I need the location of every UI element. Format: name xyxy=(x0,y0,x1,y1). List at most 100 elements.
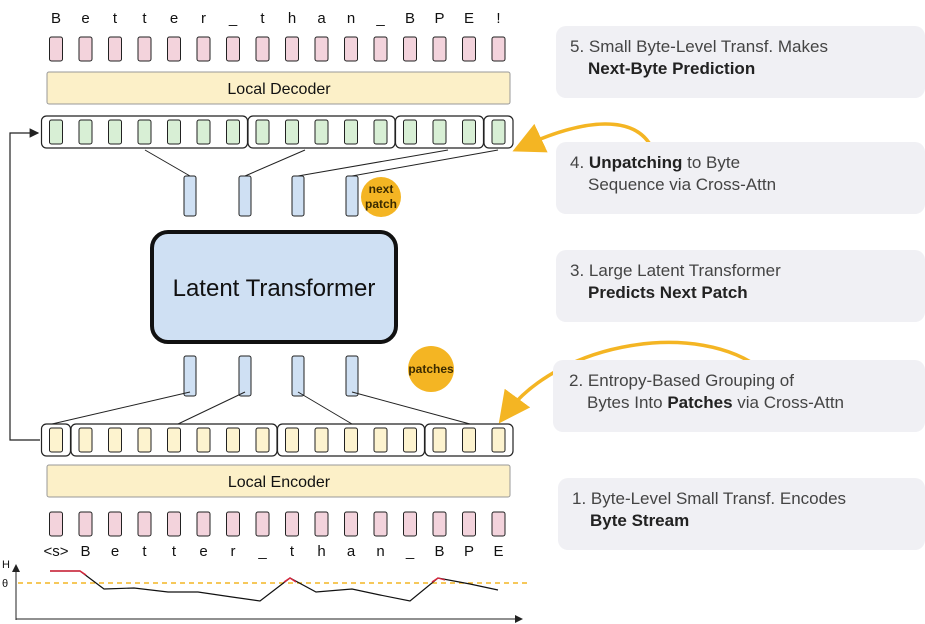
byte-cell xyxy=(344,427,358,453)
step-2-bold: Patches xyxy=(667,393,733,412)
step-2-text-line2-pre: Bytes Into xyxy=(587,393,668,412)
byte-cell xyxy=(49,427,63,453)
entropy-axis-label: H xyxy=(2,559,10,571)
byte-cell xyxy=(196,119,211,145)
latent-output-patches xyxy=(183,175,359,217)
output-byte xyxy=(432,36,447,62)
latent-patch xyxy=(238,175,252,217)
input-char: <s> xyxy=(43,543,68,560)
input-byte xyxy=(226,511,240,537)
output-byte xyxy=(167,36,181,62)
output-char: r xyxy=(201,10,206,27)
latent-patch xyxy=(291,355,305,397)
input-byte xyxy=(196,511,211,537)
byte-cell xyxy=(78,119,93,145)
input-byte xyxy=(137,511,152,537)
next-patch-badge-line2: patch xyxy=(365,197,397,211)
output-byte xyxy=(403,36,417,62)
step-2-number: 2. xyxy=(569,371,584,390)
step-3-bold: Predicts Next Patch xyxy=(588,283,748,302)
local-encoder-box xyxy=(46,464,511,498)
step-4-panel: 4. Unpatching to Byte Sequence via Cross… xyxy=(556,142,925,214)
input-char: B xyxy=(434,543,444,560)
output-char: B xyxy=(51,10,61,27)
output-byte xyxy=(373,36,388,62)
output-char: n xyxy=(347,10,355,27)
output-byte xyxy=(255,36,270,62)
input-char: h xyxy=(317,543,325,560)
step-5-text: Small Byte-Level Transf. Makes xyxy=(588,37,828,56)
input-char: B xyxy=(80,543,90,560)
input-byte xyxy=(373,511,388,537)
input-byte-row xyxy=(49,511,506,537)
step-4-bold: Unpatching xyxy=(588,153,683,172)
unpatch-arrow xyxy=(512,122,657,156)
entropy-plot: H θ xyxy=(2,559,530,623)
output-char: P xyxy=(434,10,444,27)
byte-cell xyxy=(167,119,181,145)
output-char: _ xyxy=(375,10,385,27)
output-byte xyxy=(285,36,299,62)
byte-cell xyxy=(491,119,506,145)
input-char: r xyxy=(231,543,236,560)
step-1-panel: 1. Byte-Level Small Transf. Encodes Byte… xyxy=(558,478,925,550)
step-3-number: 3. xyxy=(570,261,585,280)
input-byte xyxy=(491,511,506,537)
byte-cell xyxy=(167,427,181,453)
latent-patch xyxy=(183,355,197,397)
output-char: t xyxy=(260,10,265,27)
input-byte xyxy=(167,511,181,537)
input-byte xyxy=(403,511,417,537)
local-decoder-box xyxy=(46,71,511,105)
byte-cell xyxy=(373,119,388,145)
output-char: E xyxy=(464,10,474,27)
input-char: e xyxy=(111,543,119,560)
output-byte-row xyxy=(49,36,506,62)
input-byte xyxy=(314,511,329,537)
input-byte xyxy=(108,511,122,537)
output-char: _ xyxy=(228,10,238,27)
input-char: _ xyxy=(257,543,267,560)
byte-cell xyxy=(462,427,476,453)
latent-transformer-label: Latent Transformer xyxy=(173,275,376,302)
byte-cell xyxy=(373,427,388,453)
byte-cell xyxy=(108,119,122,145)
byte-cell xyxy=(255,119,270,145)
byte-cell xyxy=(78,427,93,453)
input-byte xyxy=(49,511,63,537)
byte-cell xyxy=(403,119,417,145)
step-5-number: 5. xyxy=(570,37,585,56)
encoder-patch-groups xyxy=(40,423,514,457)
output-byte xyxy=(344,36,358,62)
byte-cell xyxy=(344,119,358,145)
output-byte xyxy=(196,36,211,62)
decoder-patch-groups xyxy=(40,115,514,149)
entropy-curve-above-threshold xyxy=(50,570,87,576)
byte-cell xyxy=(285,427,299,453)
input-char: n xyxy=(376,543,384,560)
input-char: E xyxy=(493,543,503,560)
input-char: P xyxy=(464,543,474,560)
step-4-text: to Byte xyxy=(682,153,741,172)
unpatch-connections xyxy=(144,149,499,177)
input-char: a xyxy=(347,543,356,560)
byte-cell xyxy=(285,119,299,145)
input-byte xyxy=(462,511,476,537)
latent-input-patches xyxy=(183,355,359,397)
latent-patch xyxy=(345,175,359,217)
byte-cell xyxy=(49,119,63,145)
patches-badge-label: patches xyxy=(408,362,454,376)
threshold-label: θ xyxy=(2,578,8,590)
step-4-number: 4. xyxy=(570,153,585,172)
input-char: t xyxy=(172,543,177,560)
output-char: t xyxy=(142,10,147,27)
output-char: a xyxy=(317,10,326,27)
next-patch-badge-line1: next xyxy=(369,182,394,196)
output-char: h xyxy=(288,10,296,27)
output-char: e xyxy=(81,10,89,27)
step-1-bold: Byte Stream xyxy=(590,511,690,530)
output-byte xyxy=(137,36,152,62)
patch-group xyxy=(424,423,514,457)
output-byte xyxy=(49,36,63,62)
byte-cell xyxy=(491,427,506,453)
